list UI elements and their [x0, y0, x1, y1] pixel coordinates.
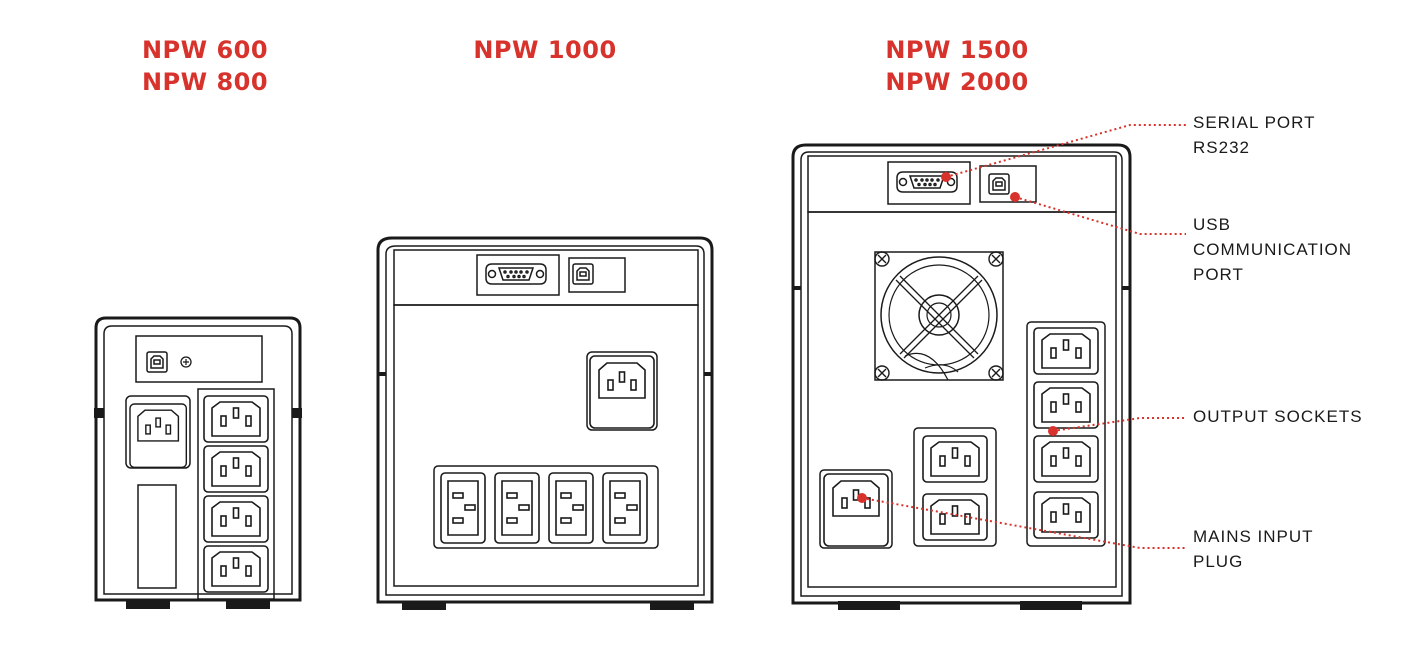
model-title-line: NPW 800	[141, 68, 269, 96]
callout-usb-port: USB COMMUNICATION PORT	[1193, 212, 1352, 287]
model-title-line: NPW 1000	[473, 36, 617, 64]
ups-npw1000	[376, 236, 714, 610]
callout-line: MAINS INPUT	[1193, 527, 1314, 546]
leader-output-sockets	[1052, 417, 1186, 432]
model-title-line: NPW 2000	[885, 68, 1029, 96]
callout-line: RS232	[1193, 138, 1250, 157]
dot-output-sockets	[1048, 426, 1058, 436]
callout-leaders	[861, 124, 1186, 549]
callout-line: COMMUNICATION	[1193, 240, 1353, 259]
model-title-npw600-800: NPW 600 NPW 800	[120, 34, 290, 98]
dot-mains-input	[857, 493, 867, 503]
callout-line: PORT	[1193, 265, 1244, 284]
callout-line: SERIAL PORT	[1193, 113, 1316, 132]
ups-npw1500-2000	[791, 143, 1132, 610]
callout-serial-port: SERIAL PORT RS232	[1193, 110, 1315, 160]
model-title-line: NPW 600	[141, 36, 269, 64]
dot-serial-port	[941, 172, 951, 182]
callout-line: PLUG	[1193, 552, 1244, 571]
callout-line: USB	[1193, 215, 1231, 234]
callout-mains-input: MAINS INPUT PLUG	[1193, 524, 1314, 574]
leader-serial-port	[945, 124, 1186, 178]
model-title-npw1000: NPW 1000	[460, 34, 630, 66]
leader-usb-port	[1014, 196, 1186, 235]
dot-usb-port	[1010, 192, 1020, 202]
callout-output-sockets: OUTPUT SOCKETS	[1193, 404, 1363, 429]
model-title-npw1500-2000: NPW 1500 NPW 2000	[872, 34, 1042, 98]
model-title-line: NPW 1500	[885, 36, 1029, 64]
leader-mains-input	[861, 497, 1186, 549]
callout-line: OUTPUT SOCKETS	[1193, 407, 1363, 426]
ups-npw600-800	[94, 316, 302, 609]
callout-dots	[857, 172, 1058, 503]
